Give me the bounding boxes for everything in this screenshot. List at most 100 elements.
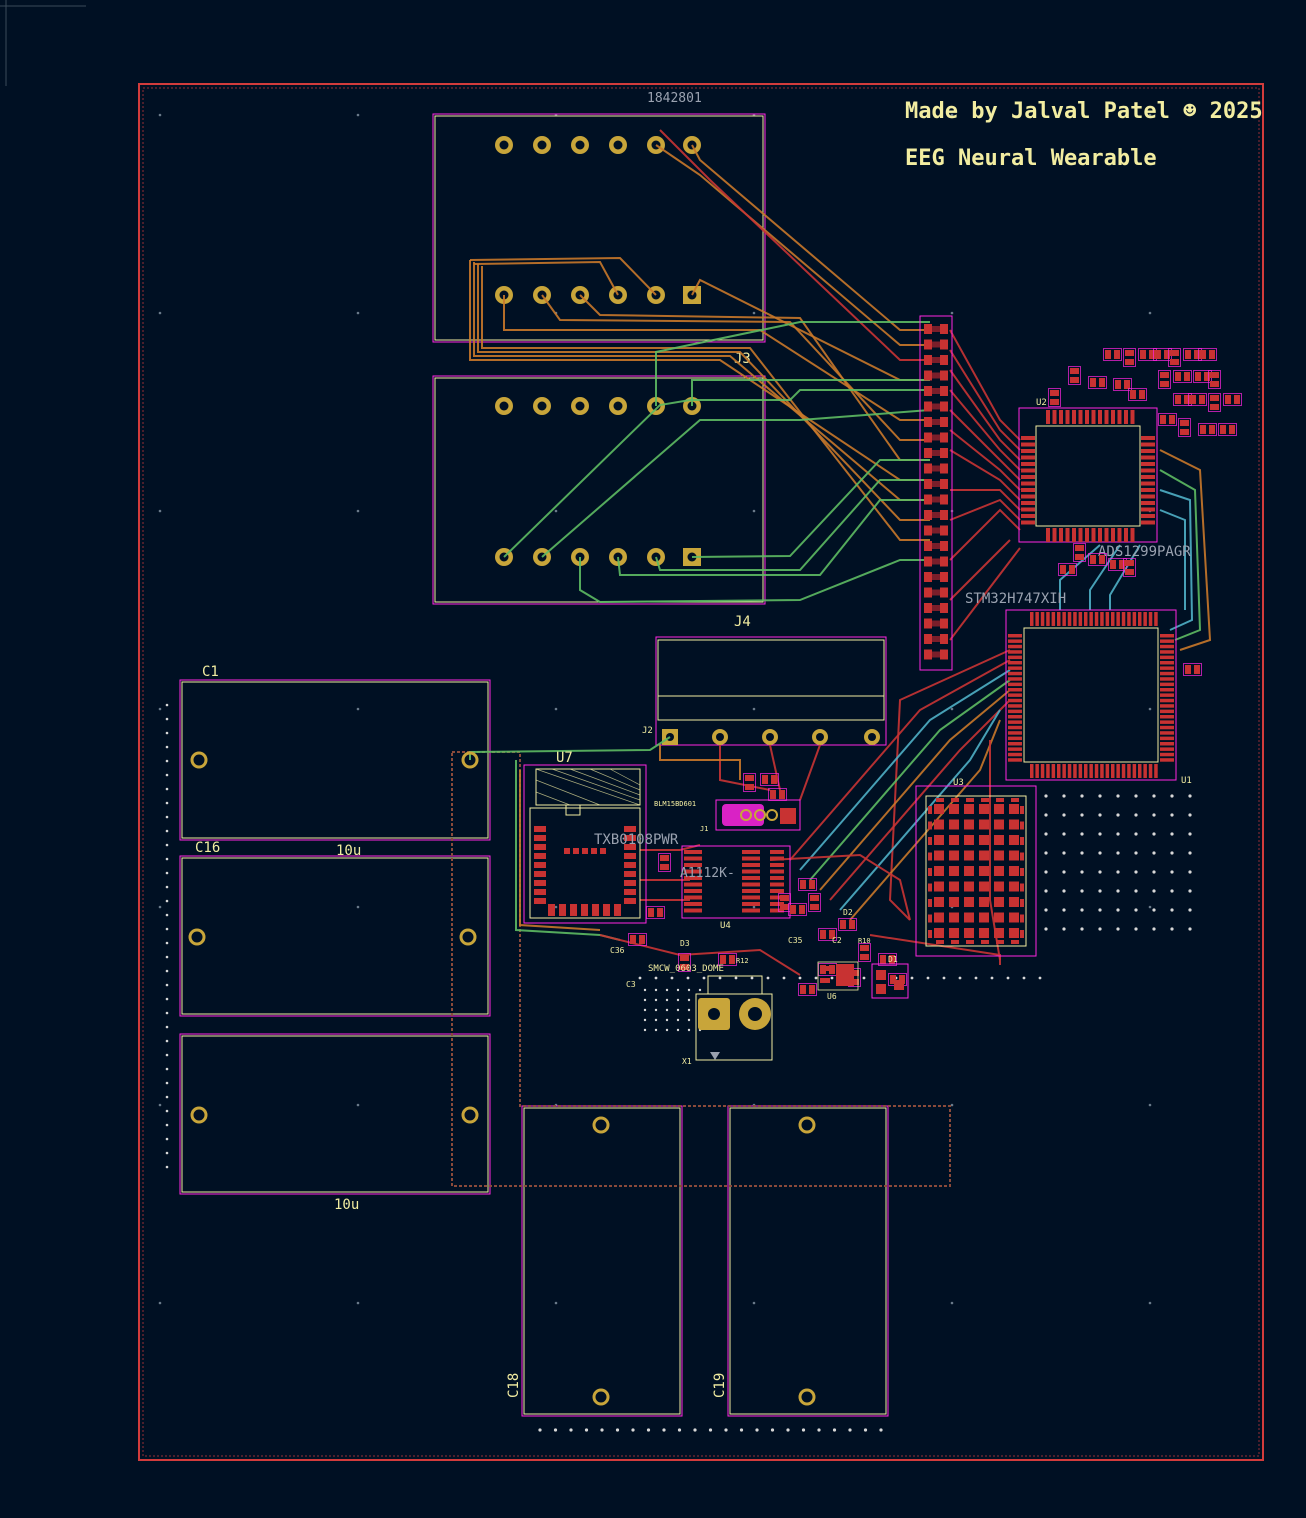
smd-passive[interactable] xyxy=(658,853,671,872)
grid-dots xyxy=(158,113,1192,1432)
smd-passive[interactable] xyxy=(808,893,821,912)
ic-u4[interactable]: A1112K- U4 xyxy=(680,845,791,931)
smd-passive[interactable] xyxy=(628,933,647,946)
smd-passive[interactable] xyxy=(743,773,756,792)
capacitor-c16[interactable]: C16 xyxy=(179,840,491,1017)
smd-passive[interactable] xyxy=(1073,543,1086,562)
diode-d1[interactable] xyxy=(871,963,909,999)
smd-passive[interactable] xyxy=(1123,348,1136,367)
via-dot xyxy=(1134,908,1138,912)
smd-passive[interactable] xyxy=(1158,413,1177,426)
via-dot xyxy=(1188,851,1192,855)
smd-passive[interactable] xyxy=(1218,423,1237,436)
smd-passive[interactable] xyxy=(678,953,691,972)
smd-passive[interactable] xyxy=(1198,348,1217,361)
smd-passive[interactable] xyxy=(760,773,779,786)
smd-passive[interactable] xyxy=(1183,663,1202,676)
smd-passive[interactable] xyxy=(1188,393,1207,406)
smd-passive[interactable] xyxy=(798,983,817,996)
via-dot xyxy=(1080,870,1084,874)
connector-j4[interactable]: J4 xyxy=(432,375,766,630)
smd-passive[interactable] xyxy=(1178,418,1191,437)
smd-passive[interactable] xyxy=(1168,348,1181,367)
via-dot xyxy=(1080,889,1084,893)
via-dot xyxy=(1116,832,1120,836)
c19-ref-label: C19 xyxy=(712,1373,728,1398)
via-dot xyxy=(1062,870,1066,874)
via-dot xyxy=(1080,832,1084,836)
smd-passive[interactable] xyxy=(1068,366,1081,385)
via-dot xyxy=(1098,851,1102,855)
via-dot xyxy=(1170,889,1174,893)
capacitor-c18[interactable]: C18 xyxy=(506,1105,683,1417)
smd-passive[interactable] xyxy=(1208,393,1221,412)
u1-ref-label: U1 xyxy=(1181,776,1192,786)
smd-passive[interactable] xyxy=(798,878,817,891)
smd-passive[interactable] xyxy=(646,906,665,919)
capacitor-c1[interactable]: C1 10u xyxy=(179,664,491,859)
smd-passive[interactable] xyxy=(1223,393,1242,406)
via-dot xyxy=(1080,927,1084,931)
c18-ref-label: C18 xyxy=(506,1373,522,1398)
ic-u3-bga[interactable]: U3 xyxy=(915,778,1037,957)
smd-passive[interactable] xyxy=(1128,388,1147,401)
via-dot xyxy=(1116,889,1120,893)
u4-ref-label: U4 xyxy=(720,921,731,931)
smd-passive[interactable] xyxy=(878,953,897,966)
board-title: Made by Jalval Patel ☻ 2025 xyxy=(905,99,1263,124)
u2-ref-label: U2 xyxy=(1036,398,1047,408)
smd-passive[interactable] xyxy=(768,788,787,801)
c36-ref-label: C36 xyxy=(610,946,625,955)
connector-j1[interactable]: BLM15BD601 J1 xyxy=(654,799,801,833)
smd-passive[interactable] xyxy=(858,943,871,962)
u2-value-label: ADS1299PAGR xyxy=(1098,544,1191,560)
smd-passive[interactable] xyxy=(1058,563,1077,576)
copper-traces xyxy=(469,129,1212,976)
smd-passive[interactable] xyxy=(1103,348,1122,361)
smd-passive[interactable] xyxy=(1088,553,1107,566)
c16-ref-label: C16 xyxy=(195,840,220,856)
smd-passive[interactable] xyxy=(1123,558,1136,577)
ic-u1-stm32[interactable]: STM32H747XIH U1 xyxy=(965,591,1192,786)
smd-passive[interactable] xyxy=(1048,388,1061,407)
j1-value-label: BLM15BD601 xyxy=(654,800,696,808)
smd-passive[interactable] xyxy=(1113,378,1132,391)
via-dot xyxy=(1152,927,1156,931)
via-dot xyxy=(1170,851,1174,855)
via-dot xyxy=(1116,851,1120,855)
smd-passive[interactable] xyxy=(718,953,737,966)
small-passives[interactable] xyxy=(628,348,1242,999)
via-dot xyxy=(1098,889,1102,893)
via-dot xyxy=(1134,927,1138,931)
via-dot xyxy=(1188,832,1192,836)
via-dot xyxy=(1170,832,1174,836)
u6-ref-label: U6 xyxy=(827,992,837,1001)
smd-passive[interactable] xyxy=(818,928,837,941)
smd-passive[interactable] xyxy=(1198,423,1217,436)
capacitor-c17[interactable]: 10u xyxy=(179,1033,491,1213)
c1-value-label: 10u xyxy=(336,843,361,859)
ic-u6[interactable] xyxy=(817,961,859,991)
resistor-array[interactable] xyxy=(919,315,953,671)
via-dot xyxy=(1134,832,1138,836)
smd-passive[interactable] xyxy=(1173,370,1192,383)
ic-u2-ads1299[interactable]: U2 ADS1299PAGR xyxy=(1018,398,1191,560)
module-u7[interactable]: U7 TXB0108PWR xyxy=(523,750,679,924)
smd-passive[interactable] xyxy=(788,903,807,916)
via-dot xyxy=(1098,832,1102,836)
smd-passive[interactable] xyxy=(1088,376,1107,389)
j3-value-label: 1842801 xyxy=(647,91,702,106)
smd-passive[interactable] xyxy=(1208,370,1221,389)
via-dot xyxy=(1098,927,1102,931)
smd-passive[interactable] xyxy=(838,918,857,931)
via-dot xyxy=(1152,813,1156,817)
connector-x1[interactable]: X1 xyxy=(682,975,773,1066)
via-dot xyxy=(1062,832,1066,836)
c2-ref-label: C2 xyxy=(832,936,842,945)
smd-passive[interactable] xyxy=(1158,370,1171,389)
capacitor-c19[interactable]: C19 xyxy=(712,1105,889,1417)
via-dot xyxy=(1170,870,1174,874)
smd-passive[interactable] xyxy=(778,893,791,912)
connector-j2[interactable]: J2 xyxy=(642,636,887,746)
